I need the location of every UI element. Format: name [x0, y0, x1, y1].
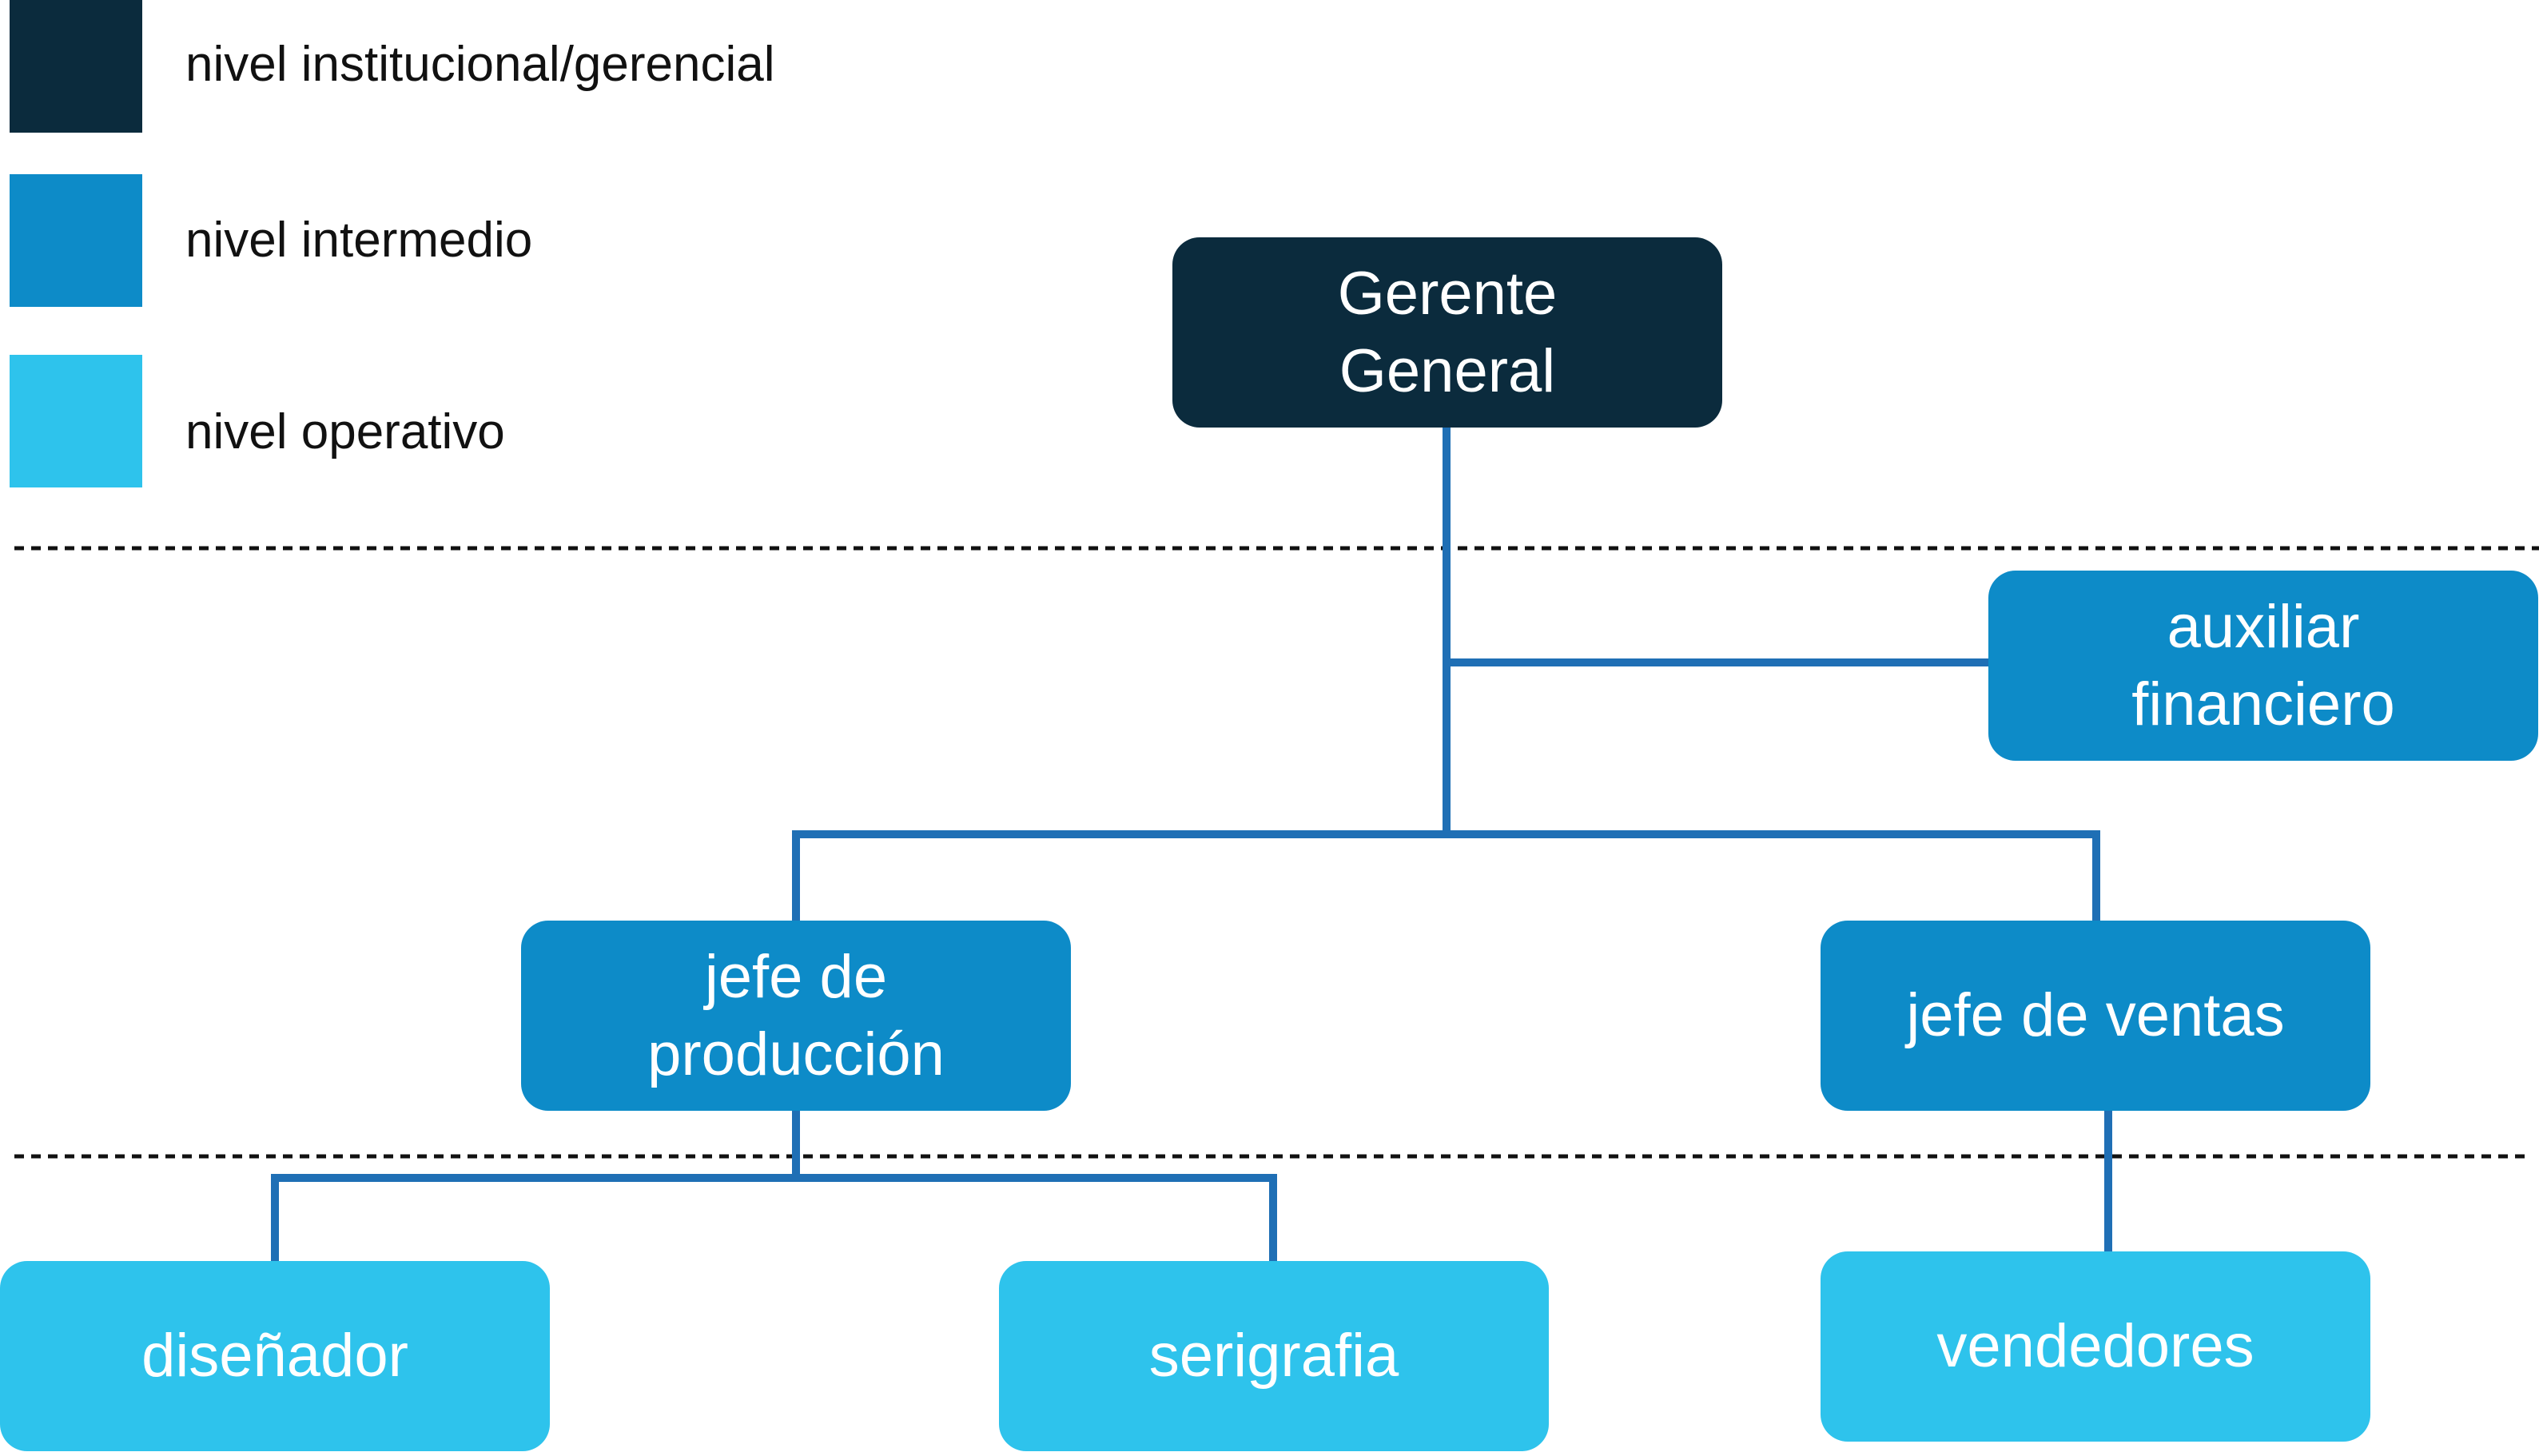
node-produccion-line-2: producción [647, 1020, 945, 1088]
node-serigrafia: serigrafia [999, 1261, 1549, 1451]
node-auxiliar-line-2: financiero [2131, 670, 2395, 738]
legend-swatch-operativo [10, 355, 142, 487]
node-ventas-line-1: jefe de ventas [1906, 981, 2285, 1050]
node-auxiliar-financiero: auxiliar financiero [1988, 571, 2538, 761]
legend-label-intermedio: nivel intermedio [185, 213, 533, 268]
node-jefe-ventas: jefe de ventas [1821, 921, 2370, 1111]
node-gerente-line-1: Gerente [1337, 259, 1558, 328]
node-produccion-line-1: jefe de [704, 942, 888, 1011]
legend-swatch-institucional [10, 0, 142, 133]
legend-label-operativo: nivel operativo [185, 404, 505, 459]
node-serigrafia-line-1: serigrafia [1148, 1322, 1399, 1390]
node-gerente-general: Gerente General [1172, 237, 1722, 428]
node-auxiliar-line-1: auxiliar [2167, 592, 2360, 661]
node-vendedores: vendedores [1821, 1251, 2370, 1442]
node-vendedores-line-1: vendedores [1936, 1312, 2254, 1381]
node-jefe-produccion: jefe de producción [521, 921, 1071, 1111]
node-disenador: diseñador [0, 1261, 550, 1451]
node-gerente-line-2: General [1339, 337, 1556, 405]
legend-label-institucional: nivel institucional/gerencial [185, 37, 775, 92]
legend-swatch-intermedio [10, 174, 142, 307]
node-disenador-line-1: diseñador [141, 1322, 408, 1390]
